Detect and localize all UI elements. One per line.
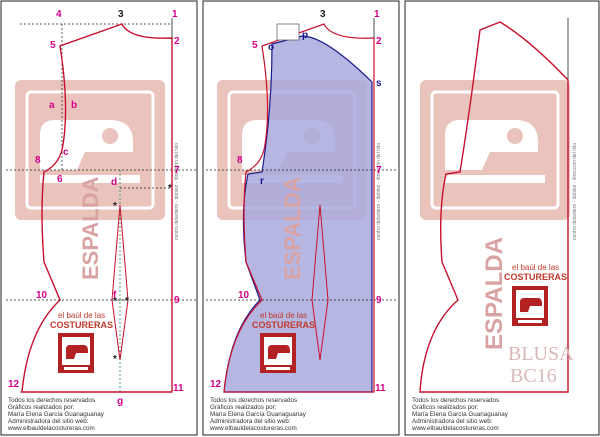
svg-text:COSTURERAS: COSTURERAS [50, 320, 113, 330]
svg-text:centro delantero - doblez - di: centro delantero - doblez - dirección de… [174, 143, 180, 240]
svg-text:el baúl de las: el baúl de las [58, 311, 105, 320]
credits-3: Todos los derechos reservados Gráficos r… [411, 397, 509, 432]
svg-text:c: c [63, 147, 69, 158]
svg-text:4: 4 [56, 9, 62, 20]
svg-text:María Elena García Guanaguanay: María Elena García Guanaguanay [8, 411, 105, 418]
credits-2: Todos los derechos reservados Gráficos r… [209, 397, 307, 432]
svg-text:el baúl de las: el baúl de las [260, 311, 307, 320]
panel-2: centro delantero - doblez - dirección de… [206, 9, 396, 432]
svg-text:8: 8 [35, 155, 41, 166]
svg-text:centro delantero - doblez - di: centro delantero - doblez - dirección de… [572, 143, 578, 240]
svg-text:8: 8 [237, 155, 243, 166]
svg-text:*: * [113, 296, 117, 307]
svg-text:Administradora del sitio web:: Administradora del sitio web: [412, 418, 493, 425]
svg-text:12: 12 [210, 379, 222, 390]
svg-text:s: s [376, 78, 382, 89]
panel-1: * * * * * centro delantero - doblez - di… [6, 9, 196, 432]
svg-text:BC16: BC16 [510, 365, 557, 387]
svg-text:www.elbauldelacostureras.com: www.elbauldelacostureras.com [209, 425, 297, 432]
svg-text:9: 9 [376, 295, 382, 306]
svg-text:BLUSA: BLUSA [508, 343, 574, 365]
svg-text:3: 3 [320, 9, 326, 20]
svg-text:centro delantero - doblez - di: centro delantero - doblez - dirección de… [376, 143, 382, 240]
svg-text:a: a [49, 100, 55, 111]
svg-text:María Elena García Guanaguanay: María Elena García Guanaguanay [412, 411, 509, 418]
svg-text:7: 7 [376, 165, 382, 176]
svg-text:Todos los derechos reservados: Todos los derechos reservados [210, 397, 297, 404]
svg-text:1: 1 [374, 9, 380, 20]
svg-text:d: d [111, 177, 117, 188]
panel-3-frame [404, 0, 600, 436]
svg-text:Gráficos realizados por:: Gráficos realizados por: [210, 404, 277, 411]
svg-text:o: o [268, 42, 274, 53]
svg-text:www.elbauldelacostureras.com: www.elbauldelacostureras.com [7, 425, 95, 432]
svg-text:*: * [113, 354, 117, 365]
svg-text:b: b [71, 100, 77, 111]
svg-text:1: 1 [172, 9, 178, 20]
svg-text:ESPALDA: ESPALDA [481, 237, 508, 350]
svg-text:g: g [117, 396, 123, 407]
svg-text:r: r [260, 176, 264, 187]
svg-text:7: 7 [174, 165, 180, 176]
svg-text:3: 3 [118, 9, 124, 20]
svg-text:Administradora del sitio web:: Administradora del sitio web: [8, 418, 89, 425]
credits-1: Todos los derechos reservados Gráficos r… [7, 397, 105, 432]
svg-text:ESPALDA: ESPALDA [78, 176, 103, 280]
svg-text:Todos los derechos reservados: Todos los derechos reservados [412, 397, 499, 404]
svg-text:5: 5 [252, 40, 258, 51]
svg-text:11: 11 [173, 383, 184, 394]
svg-text:2: 2 [174, 36, 180, 47]
svg-text:María Elena García Guanaguanay: María Elena García Guanaguanay [210, 411, 307, 418]
svg-text:10: 10 [36, 290, 48, 301]
svg-text:5: 5 [50, 40, 56, 51]
panel-3: centro delantero - doblez - dirección de… [411, 18, 578, 432]
svg-text:Administradora del sitio web:: Administradora del sitio web: [210, 418, 291, 425]
svg-text:*: * [113, 201, 117, 212]
svg-text:12: 12 [8, 379, 20, 390]
svg-text:COSTURERAS: COSTURERAS [252, 320, 315, 330]
svg-text:Gráficos realizados por:: Gráficos realizados por: [8, 404, 75, 411]
svg-text:11: 11 [375, 383, 386, 394]
svg-text:el baúl de las: el baúl de las [512, 263, 559, 272]
svg-text:f: f [113, 290, 117, 301]
panel-2-frame [202, 0, 400, 436]
svg-text:COSTURERAS: COSTURERAS [504, 272, 567, 282]
svg-text:2: 2 [376, 36, 382, 47]
svg-text:*: * [168, 183, 172, 194]
svg-text:10: 10 [238, 290, 250, 301]
svg-text:ESPALDA: ESPALDA [280, 176, 305, 280]
svg-text:*: * [125, 296, 129, 307]
brand-logo [58, 333, 94, 373]
svg-text:www.elbauldelacostureras.com: www.elbauldelacostureras.com [411, 425, 499, 432]
svg-text:9: 9 [174, 295, 180, 306]
panel-1-frame [0, 0, 198, 436]
svg-text:Todos los derechos reservados: Todos los derechos reservados [8, 397, 95, 404]
svg-text:Gráficos realizados por:: Gráficos realizados por: [412, 404, 479, 411]
svg-text:p: p [302, 30, 308, 41]
svg-text:6: 6 [57, 174, 63, 185]
